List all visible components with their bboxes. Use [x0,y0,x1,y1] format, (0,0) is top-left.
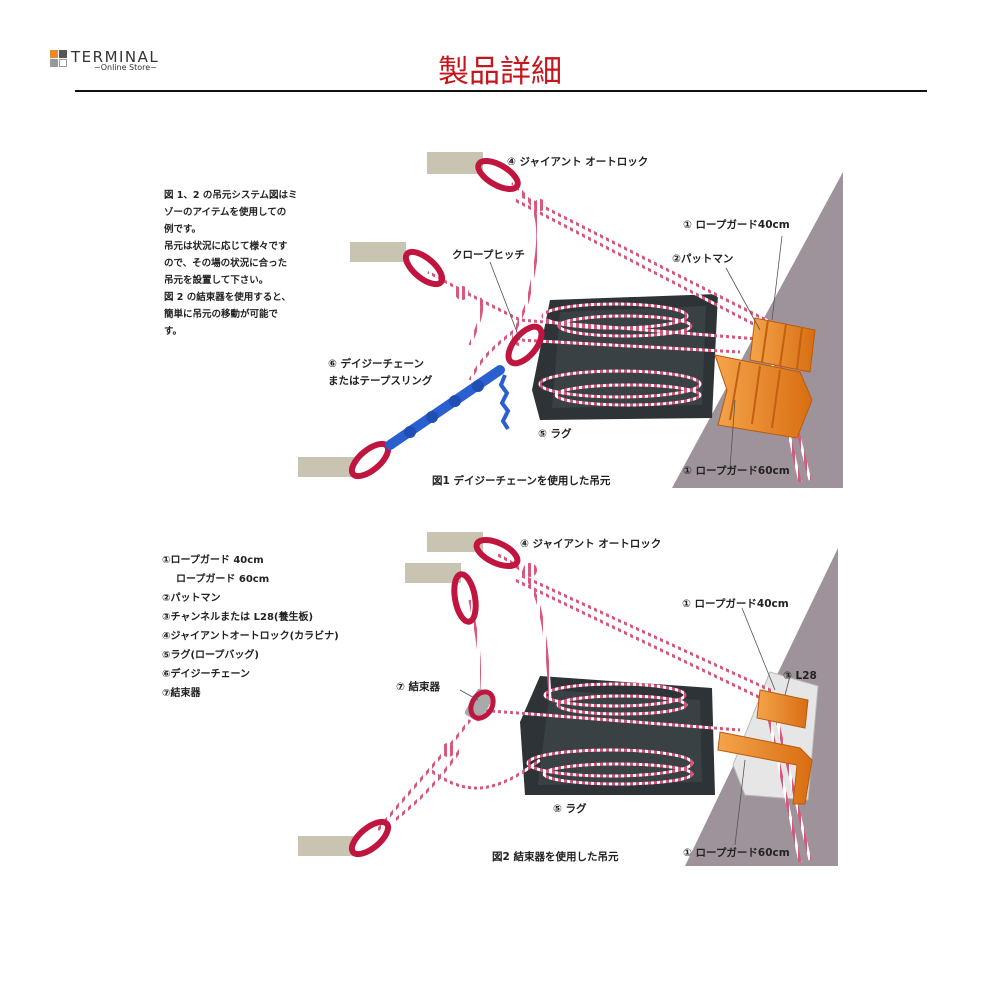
terminal-logo[interactable]: TERMINAL ~Online Store~ [50,48,190,79]
label-rug: ⑤ ラグ [538,427,572,440]
label-rope-guard-40: ① ロープガード40cm [683,218,790,231]
carabiner-icon [473,537,521,569]
anchor-plate [427,152,483,174]
note-line: 吊元を設置して下さい。 [164,275,269,286]
label-rope-guard-60: ① ロープガード60cm [683,464,790,477]
rope-guard-60 [714,354,813,439]
carabiner-icon [475,158,521,192]
label-clove-hitch: クロープヒッチ [452,248,525,261]
rope-coils [538,302,702,407]
figure2-caption: 図2 結束器を使用した吊元 [492,850,619,863]
logo-title: TERMINAL [71,48,160,66]
anchor-plate [298,457,354,477]
note-line: 簡単に吊元の移動が可能で [164,309,279,320]
carabiner-icon [451,571,479,625]
header-divider [75,90,927,92]
legend-item: ⑤ラグ(ロープバッグ) [162,650,260,661]
daisy-chain [385,365,511,450]
label-giant-autolock: ④ ジャイアント オートロック [520,538,661,550]
legend-item: ⑥デイジーチェーン [162,669,250,680]
anchor-plate [427,532,483,552]
label-rope-guard-40: ① ロープガード40cm [682,597,789,610]
figure2: ④ ジャイアント オートロック ⑦ 結束器 ① ロープガード40cm ③ L28… [298,532,838,866]
label-rope-guard-60: ① ロープガード60cm [683,846,790,859]
anchor-plate [405,563,461,583]
carabiner-icon [348,818,392,858]
figure1: ④ ジャイアント オートロック クロープヒッチ ① ロープガード40cm ②パッ… [298,152,843,488]
knot [534,199,546,211]
knot [455,286,469,300]
rug-inner [538,690,702,785]
knot [523,563,537,577]
leader-lines [459,607,791,846]
note-line: 図 1、2 の吊元システム図はミ [164,190,298,201]
label-daisy-chain-alt: またはテープスリング [328,374,433,387]
note-line: 吊元は状況に応じて様々です [164,241,288,252]
note-line: 図 2 の結束器を使用すると、 [164,292,291,303]
rope-coils [526,682,694,786]
page-title: 製品詳細 [438,54,562,90]
label-rug: ⑤ ラグ [553,802,587,815]
legend-item: ②パットマン [162,593,221,604]
logo-mark-icon [50,50,68,68]
rope-guard-40 [756,689,809,729]
anchor-plate [350,242,406,262]
label-pad-man: ②パットマン [672,253,733,265]
legend-item: ③チャンネルまたは L28(養生板) [162,612,314,623]
figure1-caption: 図1 デイジーチェーンを使用した吊元 [432,474,611,487]
label-daisy-chain: ⑥ デイジーチェーン [328,357,424,370]
label-l28: ③ L28 [783,670,817,682]
rope-guard-60 [717,731,813,805]
legend-item: ロープガード 60cm [176,574,270,585]
figure2-legend: ①ロープガード 40cm ロープガード 60cm ②パットマン ③チャンネルまた… [162,551,339,703]
logo-subtitle: ~Online Store~ [94,63,157,72]
binder-device [464,688,496,722]
note-line: す。 [164,326,183,337]
figure1-note: 図 1、2 の吊元システム図はミ ゾーのアイテムを使用しての 例です。 吊元は状… [164,187,354,340]
note-line: ゾーのアイテムを使用しての [164,207,287,218]
legend-item: ④ジャイアントオートロック(カラビナ) [162,631,339,642]
leader-lines [489,235,783,469]
label-giant-autolock: ④ ジャイアント オートロック [507,156,648,168]
anchor-plate [298,836,354,856]
note-line: 例です。 [164,224,202,235]
legend-item: ⑦結束器 [162,688,201,699]
carabiner-icon [402,248,446,288]
rope-guard-40 [749,317,816,373]
note-line: ので、その場の状況に合った [164,258,288,269]
carabiner-icon [505,323,545,367]
page-header: TERMINAL ~Online Store~ 製品詳細 [0,0,1000,96]
label-binder: ⑦ 結束器 [396,680,441,693]
knot [441,743,455,757]
legend-item: ①ロープガード 40cm [162,555,264,566]
